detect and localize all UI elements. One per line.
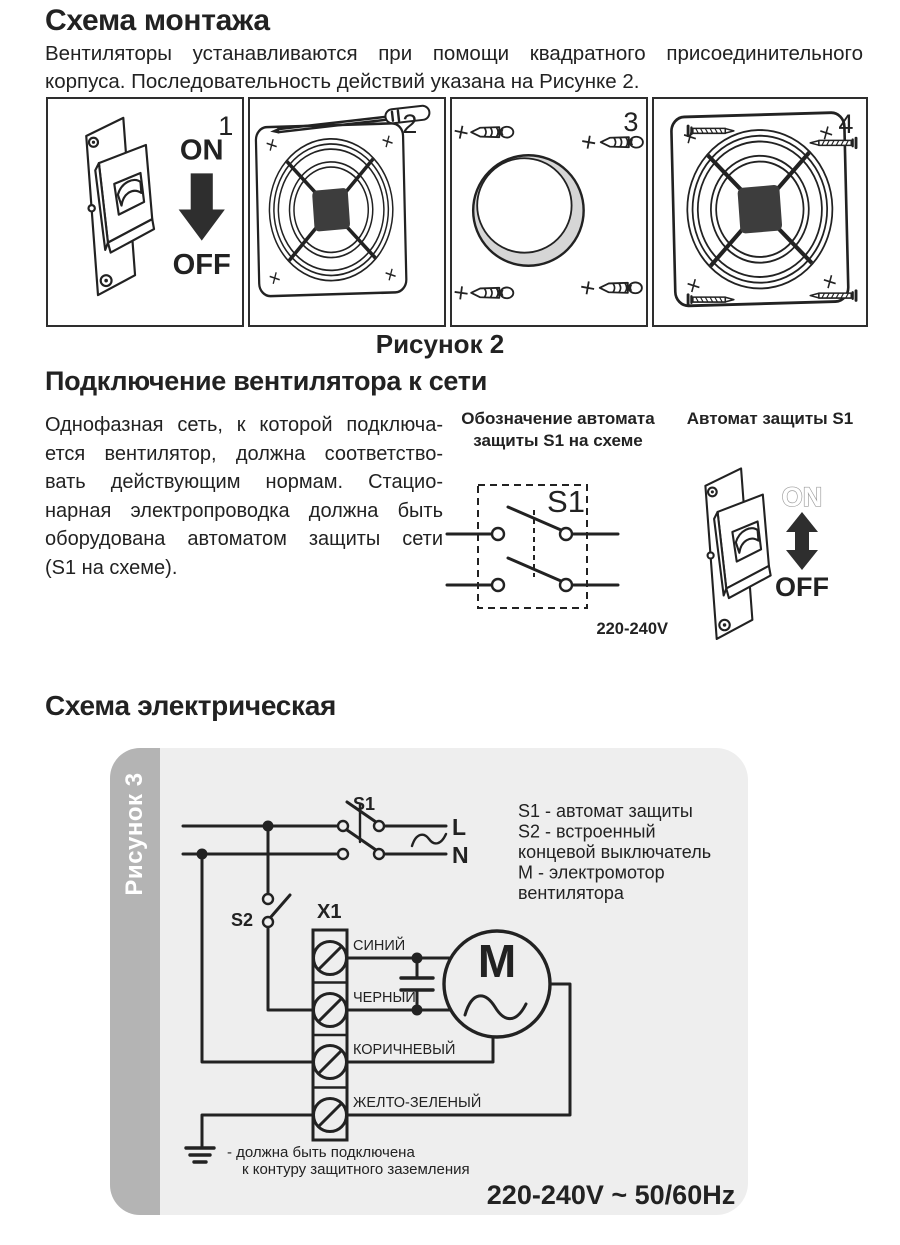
fan-illustration [253,121,409,299]
wall-hole-illustration [471,154,585,267]
body-line: ется вентилятор, должна соответство- [45,442,443,465]
breaker-caption: Автомат защиты S1 [686,409,854,428]
s1-schematic-symbol: S1 220-240V [445,484,668,638]
caption-line: защиты S1 на схеме [473,431,643,450]
n-label: N [452,842,469,868]
voltage-label: 220-240V [596,620,668,638]
note-line: к контуру защитного заземления [242,1161,470,1178]
brown-wire [345,1035,495,1064]
drill-mark [452,123,470,141]
step1-drawing: ON OFF 1 [85,110,233,297]
connection-paragraph: Однофазная сеть, к которой подключа- етс… [45,411,443,582]
switch-pole-1 [445,505,620,542]
body-line: нарная электропроводка должна быть [45,499,443,522]
figure3-panel: Рисунок 3 [110,748,748,1215]
junction-dot [196,848,208,860]
panel-number: 2 [402,108,417,139]
panel-number: 4 [838,108,853,139]
wall-plug [470,125,515,139]
ground-note: - должна быть подключена к контуру защит… [227,1144,470,1178]
breaker-illustration [704,467,772,641]
step-panel-1: ON OFF 1 [46,97,244,327]
wire-label-yellow-green: ЖЕЛТО-ЗЕЛЕНЫЙ [353,1093,481,1111]
legend-line: вентилятора [518,883,625,903]
panel-number: 1 [218,110,233,141]
terminal-block-x1 [311,928,349,1142]
body-line: вать действующим нормам. Стацио- [45,471,443,493]
n-branch [200,852,315,1064]
caption-line: Обозначение автомата [461,409,655,428]
s1-label: S1 [547,484,585,519]
switch-pole-2 [445,556,620,593]
drill-mark [452,284,470,302]
s2-label: S2 [231,910,253,930]
l-label: L [452,814,466,840]
figure2-step-panels: ON OFF 1 2 [46,97,868,327]
legend-line: S2 - встроенный [518,822,656,842]
wall-plug [599,135,644,149]
x1-label: X1 [317,901,341,923]
drill-mark [580,133,598,151]
s1-switch [336,800,386,861]
body-line: Однофазная сеть, к которой подключа- [45,414,443,436]
on-label: ON [180,134,224,166]
figure3-sidebar: Рисунок 3 [110,748,160,1215]
motor: M [442,929,552,1039]
wiring-schematic: M S1 L N S2 X1 СИНИЙ ЧЕРНЫЙ КОРИЧНЕВЫЙ Ж… [181,794,735,1210]
intro-paragraph: Вентиляторы устанавливаются при помощи к… [45,40,863,96]
s2-switch [261,892,292,929]
ground-symbol [184,1113,315,1164]
figure2-caption: Рисунок 2 [375,329,505,359]
off-label: OFF [775,572,829,602]
step4-drawing: 4 [654,108,858,325]
motor-label: M [478,935,516,987]
motor-sine-icon [463,994,528,1021]
wall-plug [598,281,643,295]
wall-plug [470,286,515,300]
step2-drawing: 2 [253,104,431,299]
screwdriver-icon [270,104,431,134]
legend-line: концевой выключатель [518,842,711,862]
breaker-illustration [85,116,156,297]
wire-label-brown: КОРИЧНЕВЫЙ [353,1040,455,1058]
s1-symbol-caption: Обозначение автомата защиты S1 на схеме [436,408,680,452]
note-line: - должна быть подключена [227,1144,415,1161]
dashed-box [477,484,588,609]
drill-mark [579,279,597,297]
body-line: оборудована автоматом защиты сети [45,528,443,550]
intro-line-2: корпуса. Последовательность действий ука… [45,70,640,93]
intro-line-1: Вентиляторы устанавливаются при помощи к… [45,42,863,65]
wire-label-blue: СИНИЙ [353,936,405,954]
wire-label-black: ЧЕРНЫЙ [353,988,416,1006]
step-panel-3: 3 [450,97,648,327]
capacitor [399,952,435,1016]
yellow-green-wire [345,982,572,1117]
step-panel-2: 2 [248,97,446,327]
step3-drawing: 3 [452,106,644,302]
s1-label: S1 [353,794,375,814]
breaker-figure: ON OFF [704,467,829,641]
supply-lines [181,824,448,856]
legend-line: М - электромотор [518,863,665,883]
step-panel-4: 4 [652,97,868,327]
off-label: OFF [173,249,231,281]
section-title-electrical: Схема электрическая [45,690,337,721]
body-line: (S1 на схеме). [45,556,178,579]
ac-sine-icon [410,832,448,848]
section-title-montage: Схема монтажа [45,4,270,37]
legend: S1 - автомат защиты S2 - встроенный конц… [518,801,711,903]
power-rating: 220-240V ~ 50/60Hz [487,1180,735,1210]
section-title-connection: Подключение вентилятора к сети [45,366,487,396]
down-arrow-icon [178,173,225,241]
junction-dot [262,820,274,832]
up-down-arrow-icon [786,512,818,570]
on-label: ON [782,482,823,512]
s2-to-terminal [266,925,315,1012]
legend-line: S1 - автомат защиты [518,801,693,821]
panel-number: 3 [623,106,638,137]
